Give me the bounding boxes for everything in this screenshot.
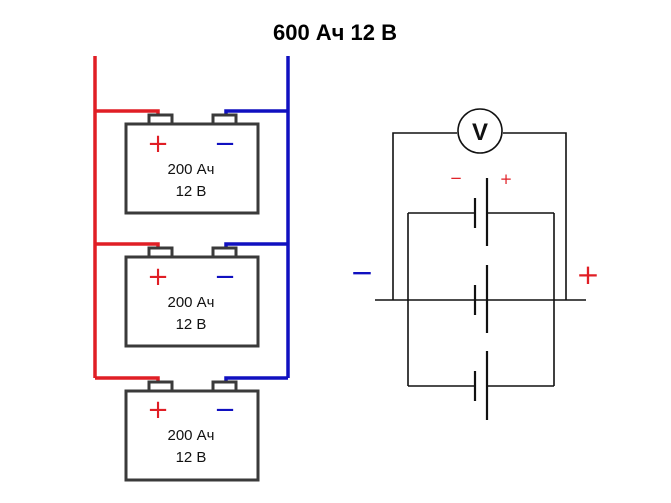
negative-bus-wire (224, 56, 290, 385)
battery-minus-sign: − (214, 262, 236, 292)
wiring-diagram (93, 56, 290, 385)
diagram-title: 600 Ач 12 В (273, 20, 397, 45)
battery-capacity: 200 Ач (167, 427, 214, 444)
battery-minus-sign: − (214, 395, 236, 425)
battery-plus-sign: + (147, 262, 169, 292)
battery-minus-sign: − (214, 129, 236, 159)
voltmeter-wire (392, 132, 567, 300)
schematic-rail-wire (407, 212, 555, 387)
schematic-diagram (375, 108, 586, 420)
battery-voltage: 12 В (176, 183, 207, 200)
battery-plus-sign: + (147, 395, 169, 425)
bus-minus-label: − (350, 256, 373, 289)
voltmeter-label: V (472, 119, 488, 146)
battery-plus-sign: + (147, 129, 169, 159)
battery-voltage: 12 В (176, 316, 207, 333)
battery-body (124, 389, 260, 482)
battery-body (124, 255, 260, 348)
positive-bus-wire (93, 56, 160, 385)
cell-plus-label: + (500, 170, 513, 188)
battery: + − 200 Ач 12 В (124, 380, 260, 482)
battery-capacity: 200 Ач (167, 161, 214, 178)
battery: + − 200 Ач 12 В (124, 113, 260, 215)
cell-minus-label: − (450, 169, 463, 187)
battery: + − 200 Ач 12 В (124, 246, 260, 348)
battery-voltage: 12 В (176, 449, 207, 466)
bus-plus-label: + (576, 258, 599, 291)
voltmeter-symbol (457, 108, 503, 154)
battery-body (124, 122, 260, 215)
battery-capacity: 200 Ач (167, 294, 214, 311)
